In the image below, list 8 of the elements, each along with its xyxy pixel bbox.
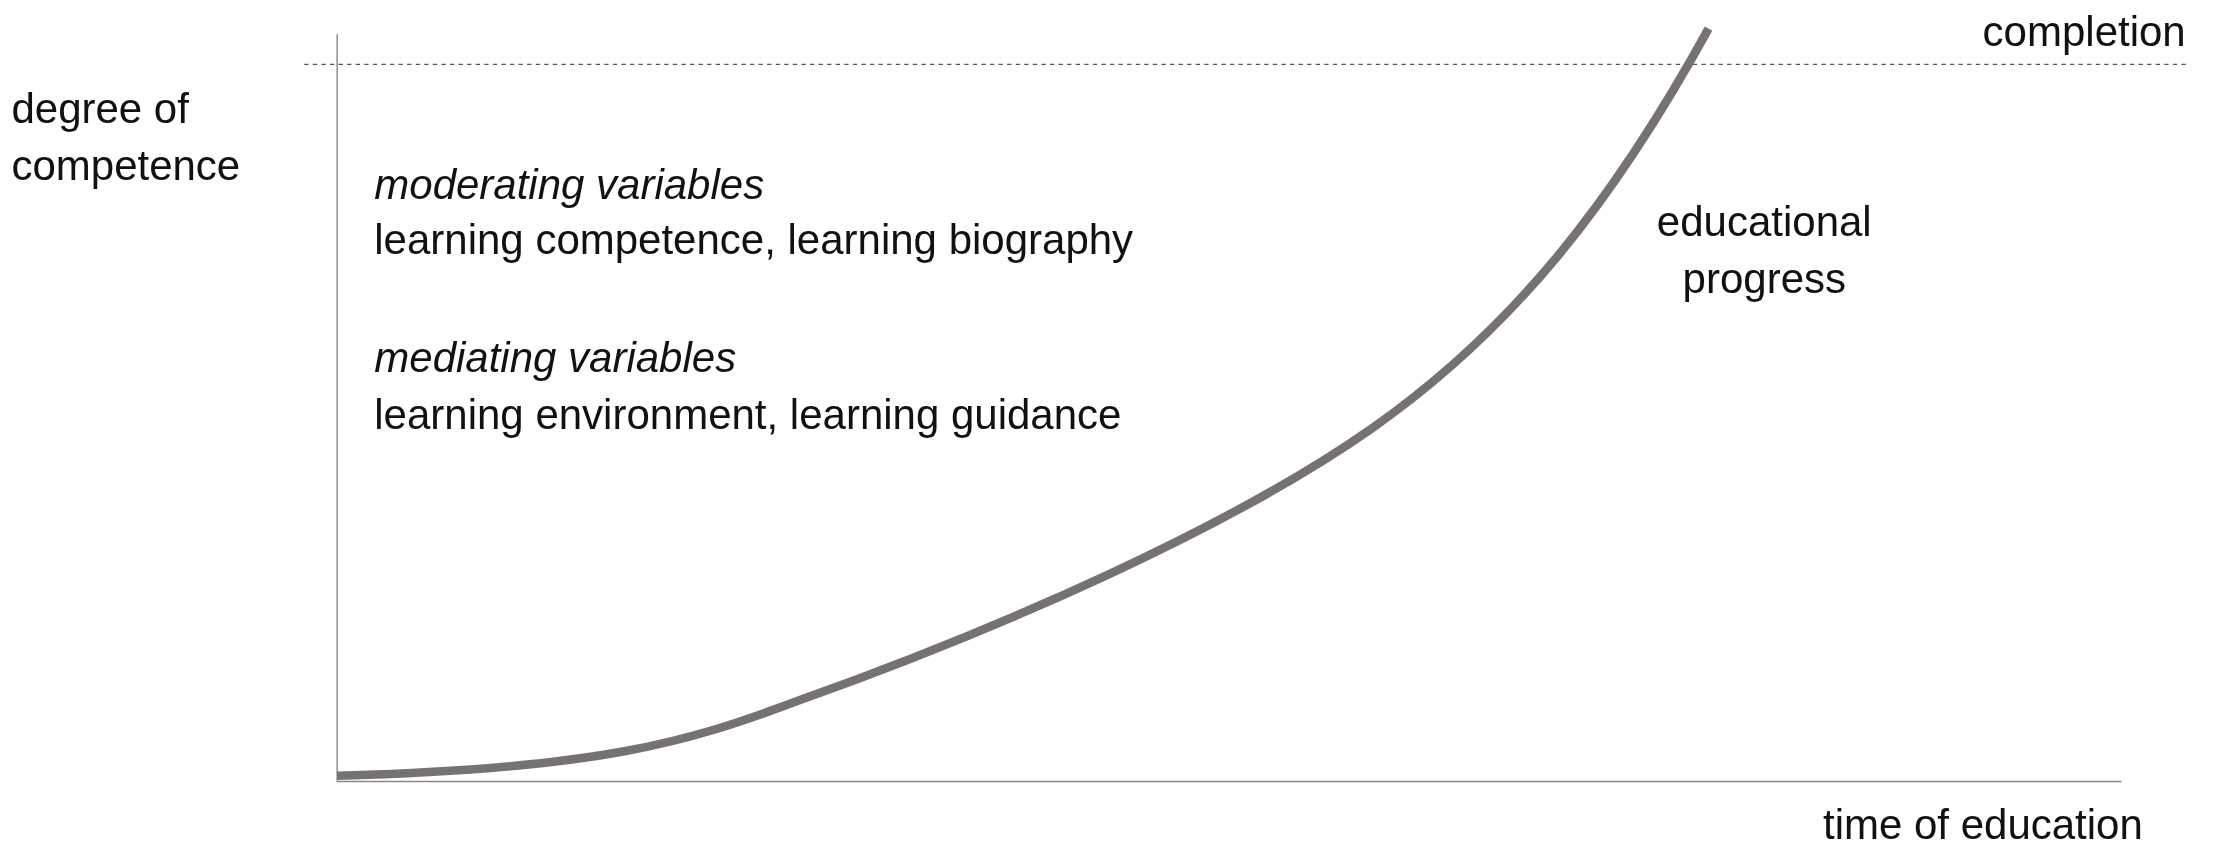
- axis-label: degree of competence: [11, 84, 242, 191]
- variable-list: learning competence, learning biography: [374, 211, 1318, 269]
- curve-label: educational progress: [1655, 196, 1873, 304]
- section-heading: moderating variables: [374, 159, 766, 210]
- axis-label: time of education: [1821, 799, 2143, 843]
- variable-list: learning environment, learning guidance: [374, 385, 1318, 443]
- threshold-label: completion: [1981, 6, 2186, 57]
- section-heading: mediating variables: [374, 332, 738, 383]
